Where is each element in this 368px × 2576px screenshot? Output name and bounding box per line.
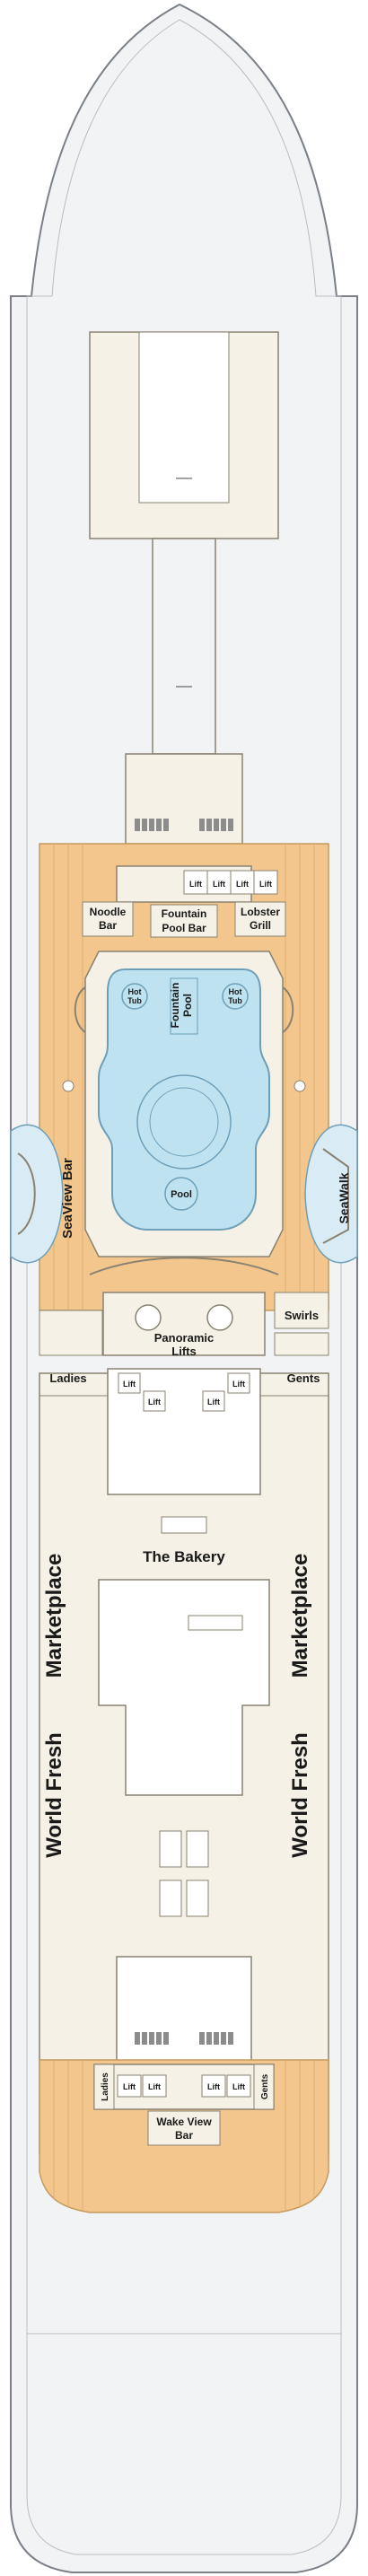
marketplace-right: Marketplace [288,1554,312,1678]
aft-structure [116,1956,252,2065]
lift-core-r2-label: Lift [232,1380,245,1389]
seawalk[interactable] [304,1124,358,1264]
lift-core-l1-label: Lift [123,1380,136,1389]
world-fresh-left-1: World Fresh [42,1732,66,1858]
pool-small[interactable] [164,1177,198,1211]
ladies-label-aft: Ladies [101,2072,110,2101]
lift-core-r1[interactable] [202,1390,225,1412]
fountain-pool-water[interactable] [98,968,270,1231]
noodle-bar-label-1: Noodle [90,906,127,918]
hot-tub-right-label-2: Tub [228,996,242,1005]
lift-2[interactable] [206,870,232,895]
loungers-forward [135,819,233,831]
marketplace-left: Marketplace [42,1554,66,1678]
post-right [294,1080,306,1092]
seawalk-label: SeaWalk [337,1172,351,1223]
fountain-pool-label-1: Fountain [169,983,181,1029]
ladies-restroom-aft[interactable] [93,2063,115,2110]
gents-restroom-fwd[interactable] [274,1332,329,1356]
stairs-right [282,986,294,1033]
lift-4[interactable] [253,870,278,895]
counter-4 [159,1879,182,1917]
gents-restroom-aft[interactable] [253,2063,275,2110]
lift-core-l2[interactable] [143,1390,166,1412]
hot-tub-left-label-1: Hot [128,987,142,996]
seaview-bar-label: SeaView Bar [60,1158,75,1239]
stairs-left [74,986,86,1033]
counter-2 [159,1830,182,1868]
counter-1 [161,1516,207,1534]
aft-lift-4[interactable] [226,2074,251,2098]
lift-core-l2-label: Lift [148,1398,161,1406]
panoramic-lifts-label-1: Panoramic [154,1331,214,1345]
panoramic-lifts-label-2: Lifts [171,1345,196,1358]
aft-lift-4-label: Lift [232,2082,245,2091]
lift-core-l1[interactable] [118,1372,141,1394]
hot-tub-right[interactable] [222,983,249,1010]
panoramic-lift-right[interactable] [206,1304,233,1331]
fountain-pool-label-2: Pool [181,994,194,1017]
loungers-aft [135,2032,233,2045]
aft-lift-2-label: Lift [148,2082,161,2091]
post-left [62,1080,74,1092]
central-galley [98,1579,270,1796]
lift-4-label: Lift [259,880,272,889]
forward-inner-block [138,331,230,504]
wake-view-bar-label-1: Wake View [156,2116,212,2128]
fountain-pool-bar-label-2: Pool Bar [162,922,206,934]
swirls[interactable] [274,1292,329,1329]
swirls-label: Swirls [285,1309,319,1322]
ladies-label-fwd: Ladies [49,1371,86,1385]
panoramic-lifts-block [102,1292,266,1356]
lobster-grill-label-1: Lobster [241,906,280,918]
aft-lift-3[interactable] [201,2074,226,2098]
lobster-grill-label-2: Grill [250,919,271,932]
aft-lift-2[interactable] [142,2074,167,2098]
fountain-pool-bar[interactable] [150,904,218,938]
aft-lift-3-label: Lift [207,2082,220,2091]
galley-detail [188,1615,243,1631]
pool-ring-outer [136,1074,232,1170]
noodle-bar-label-2: Bar [99,919,117,932]
seawalk-rail [322,1148,349,1244]
lift-1-label: Lift [189,880,202,889]
pool-ring-inner [149,1087,219,1157]
aft-lift-1[interactable] [117,2074,142,2098]
panoramic-lift-left[interactable] [135,1304,162,1331]
hull-inner-line [26,19,342,2555]
wake-view-bar[interactable] [147,2110,221,2146]
lift-core-r2[interactable] [227,1372,250,1394]
hot-tub-left[interactable] [121,983,148,1010]
wood-planks-aft [53,2060,315,2211]
counter-5 [186,1879,209,1917]
gents-label-aft: Gents [260,2073,270,2099]
hot-tub-right-label-1: Hot [229,987,242,996]
lift-3-label: Lift [236,880,249,889]
noodle-bar[interactable] [82,901,134,937]
seaview-bar-counter [17,1152,36,1235]
ladies-restroom-fwd[interactable] [39,1310,103,1356]
world-fresh-right-1: World Fresh [288,1732,312,1858]
lobster-grill[interactable] [234,901,286,937]
pool-small-label: Pool [171,1189,192,1200]
hot-tub-left-label-2: Tub [127,996,142,1005]
the-bakery-label: The Bakery [143,1548,225,1565]
fountain-pool-bar-label-1: Fountain [162,907,207,920]
aft-lift-1-label: Lift [123,2082,136,2091]
lift-2-label: Lift [213,880,225,889]
lift-1[interactable] [183,870,208,895]
counter-3 [186,1830,209,1868]
lift-core-r1-label: Lift [207,1398,220,1406]
forward-corridor [152,538,216,755]
gents-label-fwd: Gents [287,1371,320,1385]
aft-pool-arc [89,1257,279,1275]
fountain-pool-sign [170,977,198,1035]
wake-view-bar-label-2: Bar [175,2129,193,2142]
